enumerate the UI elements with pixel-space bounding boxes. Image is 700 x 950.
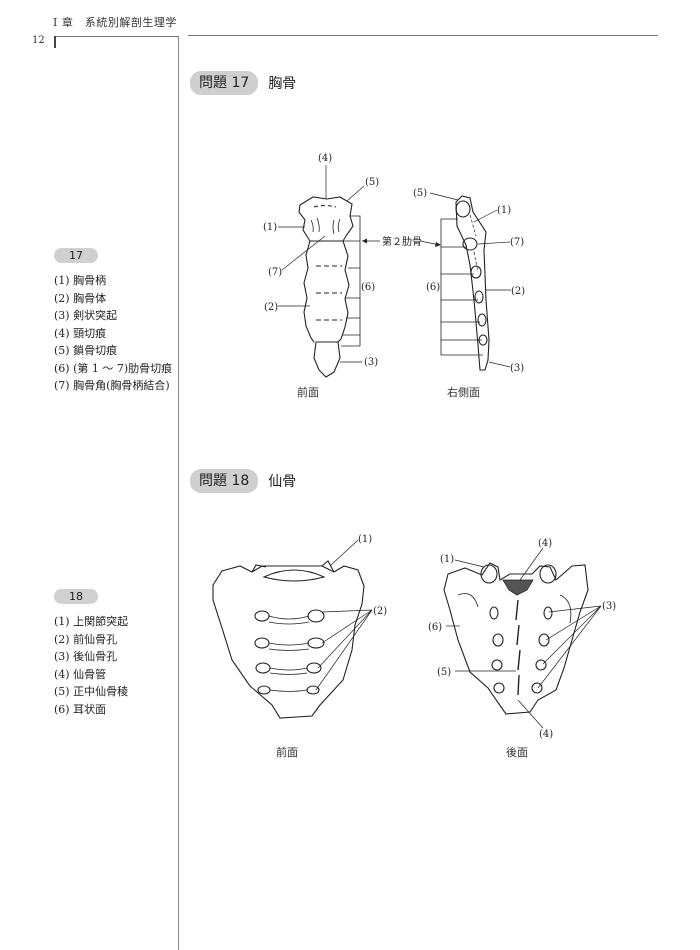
figure-caption-posterior: 後面 [506,746,528,759]
question-title: 仙骨 [268,474,297,490]
answer-item: (3) 後仙骨孔 [54,650,118,663]
figure-caption-front: 前面 [297,386,319,399]
label-2: (2) [264,302,278,313]
running-head: I 章 系統別解剖生理学 [53,16,177,29]
answer-badge: 18 [54,589,98,604]
answer-list: (1) 上関節突起 (2) 前仙骨孔 (3) 後仙骨孔 (4) 仙骨管 (5) … [54,613,128,718]
question-18-heading: 問題 18 仙骨 [190,469,296,493]
label-3: (3) [602,601,616,612]
label-7: (7) [510,237,524,248]
answer-item: (5) 鎖骨切痕 [54,344,118,357]
label-5: (5) [365,177,379,188]
label-6: (6) [428,622,442,633]
question-title: 胸骨 [268,76,297,92]
sacrum-figure: (1) (2) (1) (4) (3) (6) (5) (4) [212,534,616,740]
answer-block-18: 18 (1) 上関節突起 (2) 前仙骨孔 (3) 後仙骨孔 (4) 仙骨管 (… [54,589,128,718]
label-1: (1) [358,534,372,545]
label-4: (4) [318,153,332,164]
rib-2-label: 第２肋骨 [382,235,422,248]
label-2: (2) [511,286,525,297]
answer-item: (2) 前仙骨孔 [54,632,118,646]
answer-item: (6) (第 1 ～ 7)肋骨切痕 [54,361,173,375]
answer-item: (7) 胸骨角(胸骨柄結合) [54,379,170,392]
answer-block-17: 17 (1) 胸骨柄 (2) 胸骨体 (3) 剣状突起 (4) 頸切痕 (5) … [54,248,172,395]
label-6: (6) [426,282,440,293]
figure-caption-lateral: 右側面 [447,386,480,399]
answer-item: (2) 胸骨体 [54,291,107,305]
label-4: (4) [539,729,553,740]
answer-item: (1) 胸骨柄 [54,274,107,287]
sidebar-corner-mark [54,36,56,48]
label-6: (6) [361,282,375,293]
label-1: (1) [263,222,277,233]
question-17-heading: 問題 17 胸骨 [190,71,296,95]
answer-item: (3) 剣状突起 [54,309,118,322]
label-1: (1) [497,205,511,216]
label-3: (3) [364,357,378,368]
question-badge: 問題 17 [190,71,259,95]
answer-list: (1) 胸骨柄 (2) 胸骨体 (3) 剣状突起 (4) 頸切痕 (5) 鎖骨切… [54,272,172,395]
sidebar-top-rule [54,36,178,37]
answer-item: (5) 正中仙骨稜 [54,685,129,698]
label-1: (1) [440,554,454,565]
figure-caption-anterior: 前面 [276,746,298,759]
answer-item: (4) 頸切痕 [54,326,107,340]
label-3: (3) [510,363,524,374]
question-badge: 問題 18 [190,469,259,493]
sternum-figure: (4) (5) (1) (7) (6) (2) (3) 第２肋骨 (5) (1)… [263,153,525,378]
answer-item: (1) 上関節突起 [54,615,129,628]
label-4: (4) [538,538,552,549]
answer-item: (6) 耳状面 [54,702,107,716]
header-rule [188,35,658,36]
label-5: (5) [413,188,427,199]
label-7: (7) [268,267,282,278]
answer-item: (4) 仙骨管 [54,667,107,681]
answer-badge: 17 [54,248,98,263]
label-2: (2) [373,606,387,617]
label-5: (5) [437,667,451,678]
page-number: 12 [32,35,45,46]
sidebar-divider [178,36,179,950]
